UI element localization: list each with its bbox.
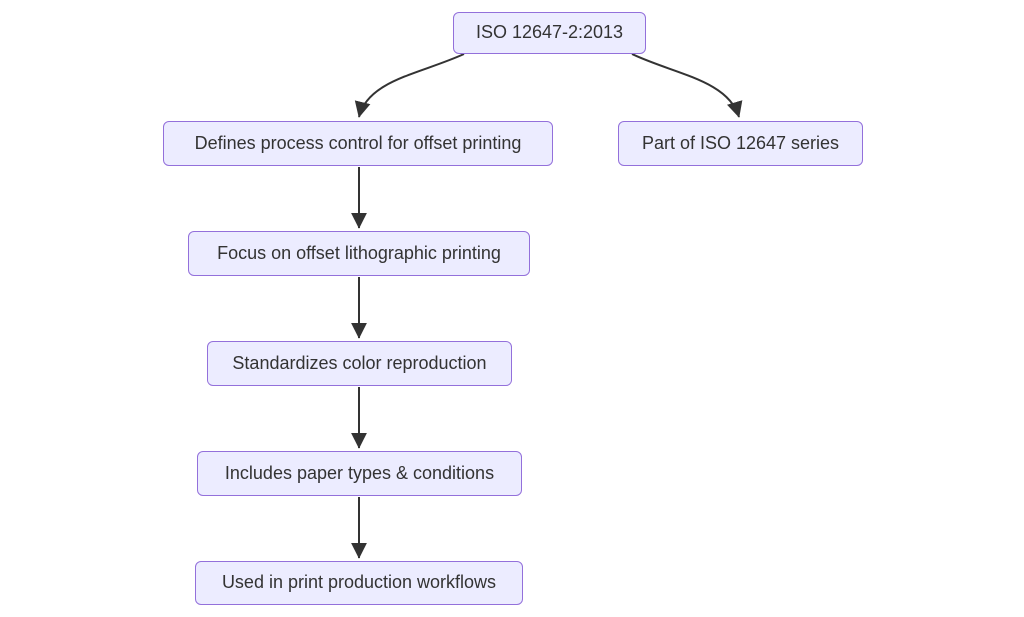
node-standardizes-label: Standardizes color reproduction	[232, 352, 487, 373]
edge-root-to-defines	[354, 53, 465, 118]
edge-root-to-part	[631, 53, 743, 118]
node-includes-label: Includes paper types & conditions	[224, 462, 495, 483]
node-used-label: Used in print production workflows	[221, 572, 497, 593]
node-used: Used in print production workflows	[195, 561, 523, 605]
node-defines-label: Defines process control for offset print…	[194, 132, 522, 153]
node-focus-label: Focus on offset lithographic printing	[217, 242, 501, 263]
node-includes: Includes paper types & conditions	[197, 451, 522, 496]
node-part: Part of ISO 12647 series	[618, 121, 863, 166]
node-root: ISO 12647-2:2013	[453, 12, 646, 54]
node-standardizes: Standardizes color reproduction	[207, 341, 512, 386]
node-root-label: ISO 12647-2:2013	[475, 22, 624, 43]
node-part-label: Part of ISO 12647 series	[641, 132, 840, 153]
node-focus: Focus on offset lithographic printing	[188, 231, 530, 276]
node-defines: Defines process control for offset print…	[163, 121, 553, 166]
